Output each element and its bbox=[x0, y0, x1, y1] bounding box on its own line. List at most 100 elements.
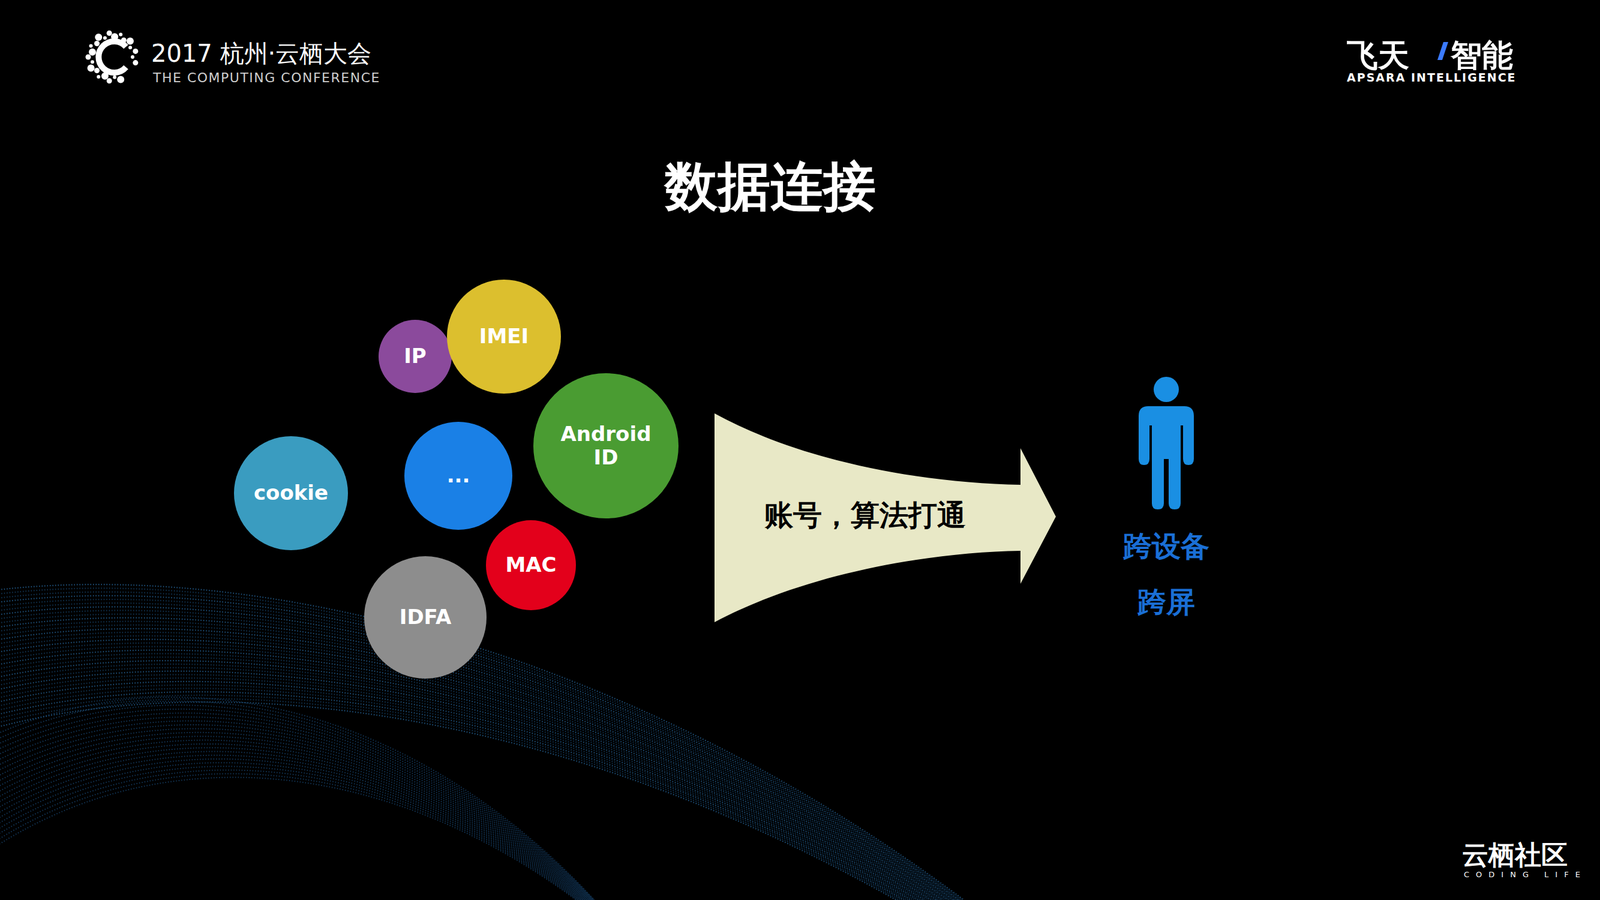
swirl-stroke bbox=[0, 584, 972, 900]
logo-dot bbox=[96, 74, 101, 79]
brand-logo-text: APSARA INTELLIGENCE bbox=[1346, 70, 1517, 84]
swirl-stroke bbox=[0, 762, 600, 900]
circle-fill bbox=[404, 421, 513, 530]
circle-fill bbox=[378, 319, 452, 393]
identifier-label: MAC bbox=[505, 553, 557, 577]
logo-dot bbox=[118, 32, 123, 37]
caption-label: 跨设备 bbox=[1123, 529, 1210, 563]
swirl-stroke bbox=[0, 632, 972, 900]
swirl-stroke bbox=[0, 677, 972, 900]
swirl-stroke bbox=[0, 671, 972, 900]
identifier-label: Android ID bbox=[551, 422, 661, 470]
circle-fill bbox=[364, 556, 487, 679]
logo-dot bbox=[94, 40, 100, 47]
swirl-stroke bbox=[0, 667, 972, 900]
slide-title: 数据连接 bbox=[664, 151, 876, 223]
swirl-stroke bbox=[0, 617, 972, 900]
swirl-stroke bbox=[0, 724, 600, 900]
identifier-circle: IP bbox=[378, 319, 452, 393]
logo-dot bbox=[116, 75, 125, 83]
person-body bbox=[1138, 406, 1194, 510]
logo-dot bbox=[132, 48, 138, 54]
swirl-stroke bbox=[0, 688, 972, 900]
identifier-circle: cookie bbox=[233, 436, 348, 551]
swirl-stroke bbox=[0, 681, 972, 900]
arrow-label: 账号，算法打通 bbox=[764, 498, 966, 532]
logo-dot bbox=[128, 45, 132, 50]
swirl-stroke bbox=[0, 610, 972, 900]
swirl-stroke bbox=[0, 751, 600, 900]
logo-dot bbox=[87, 64, 95, 72]
swirl-stroke bbox=[0, 674, 972, 900]
swirl-stroke bbox=[0, 736, 600, 900]
conference-name: THE COMPUTING CONFERENCE bbox=[152, 70, 381, 86]
swirl-stroke bbox=[0, 599, 972, 900]
swirl-stroke bbox=[0, 732, 600, 900]
swirl-stroke bbox=[0, 698, 972, 900]
swirl-stroke bbox=[0, 743, 600, 900]
identifier-label: ... bbox=[446, 463, 471, 488]
identifier-label: IDFA bbox=[399, 605, 452, 629]
swirl-stroke bbox=[0, 621, 972, 900]
swirl-stroke bbox=[0, 643, 972, 900]
identifier-label: IMEI bbox=[479, 324, 529, 348]
swirl-stroke bbox=[0, 709, 600, 900]
swirl-stroke bbox=[0, 712, 600, 900]
conference-logo bbox=[85, 30, 139, 84]
identifier-circle: MAC bbox=[485, 520, 576, 611]
swirl-stroke bbox=[0, 606, 972, 900]
logo-dot bbox=[103, 35, 107, 40]
swirl-stroke bbox=[0, 758, 600, 900]
logo-dot bbox=[112, 75, 117, 80]
community-watermark: CODING LIFE bbox=[1463, 869, 1587, 879]
swirl-stroke bbox=[0, 716, 600, 900]
slash-mark bbox=[1437, 41, 1449, 60]
swirl-stroke bbox=[0, 592, 972, 900]
identifier-label: cookie bbox=[253, 481, 329, 505]
community-watermark: 云栖社区 bbox=[1462, 837, 1568, 873]
swirl-texture bbox=[0, 584, 972, 900]
swirl-stroke bbox=[0, 728, 600, 900]
swirl-stroke bbox=[0, 695, 972, 900]
caption-label: 跨屏 bbox=[1137, 585, 1196, 619]
circle-fill bbox=[446, 279, 561, 394]
logo-dot bbox=[94, 67, 100, 74]
circle-fill bbox=[233, 436, 348, 551]
logo-dot bbox=[94, 33, 102, 41]
swirl-stroke bbox=[0, 685, 972, 900]
swirl-stroke bbox=[0, 691, 972, 900]
identifier-circle: IDFA bbox=[364, 556, 487, 679]
user-figure: 跨设备跨屏 bbox=[1106, 368, 1227, 633]
swirl-stroke bbox=[0, 646, 972, 900]
brand-logo-text: 飞天 bbox=[1346, 34, 1410, 77]
logo-dot bbox=[90, 59, 95, 64]
brand-logo-text: 智能 bbox=[1450, 34, 1514, 77]
logo-dot bbox=[85, 54, 92, 60]
swirl-stroke bbox=[0, 602, 972, 900]
swirl-stroke bbox=[0, 614, 972, 900]
swirl-stroke bbox=[0, 704, 600, 900]
swirl-stroke bbox=[0, 701, 972, 900]
swirl-stroke bbox=[0, 664, 972, 900]
logo-dot bbox=[106, 77, 113, 84]
logo-dot bbox=[106, 30, 113, 36]
swirl-stroke bbox=[0, 769, 600, 900]
swirl-stroke bbox=[0, 720, 600, 900]
logo-dot bbox=[130, 55, 135, 59]
identifier-label: IP bbox=[403, 344, 427, 368]
conference-name: 2017 杭州·云栖大会 bbox=[151, 37, 372, 71]
logo-dot bbox=[89, 43, 93, 48]
arrow-fill bbox=[714, 413, 1056, 623]
logo-dot bbox=[126, 37, 134, 45]
person-head bbox=[1153, 376, 1179, 402]
swirl-stroke bbox=[0, 773, 600, 900]
swirl-stroke bbox=[0, 766, 600, 900]
logo-dot bbox=[88, 48, 96, 56]
swirl-stroke bbox=[0, 777, 600, 900]
swirl-stroke bbox=[0, 755, 600, 900]
logo-mark bbox=[98, 41, 126, 73]
swirl-stroke bbox=[0, 747, 600, 900]
identifier-circle: Android ID bbox=[533, 373, 679, 519]
arrow-shape: 账号，算法打通 bbox=[714, 413, 1056, 623]
circle-fill bbox=[533, 373, 679, 519]
